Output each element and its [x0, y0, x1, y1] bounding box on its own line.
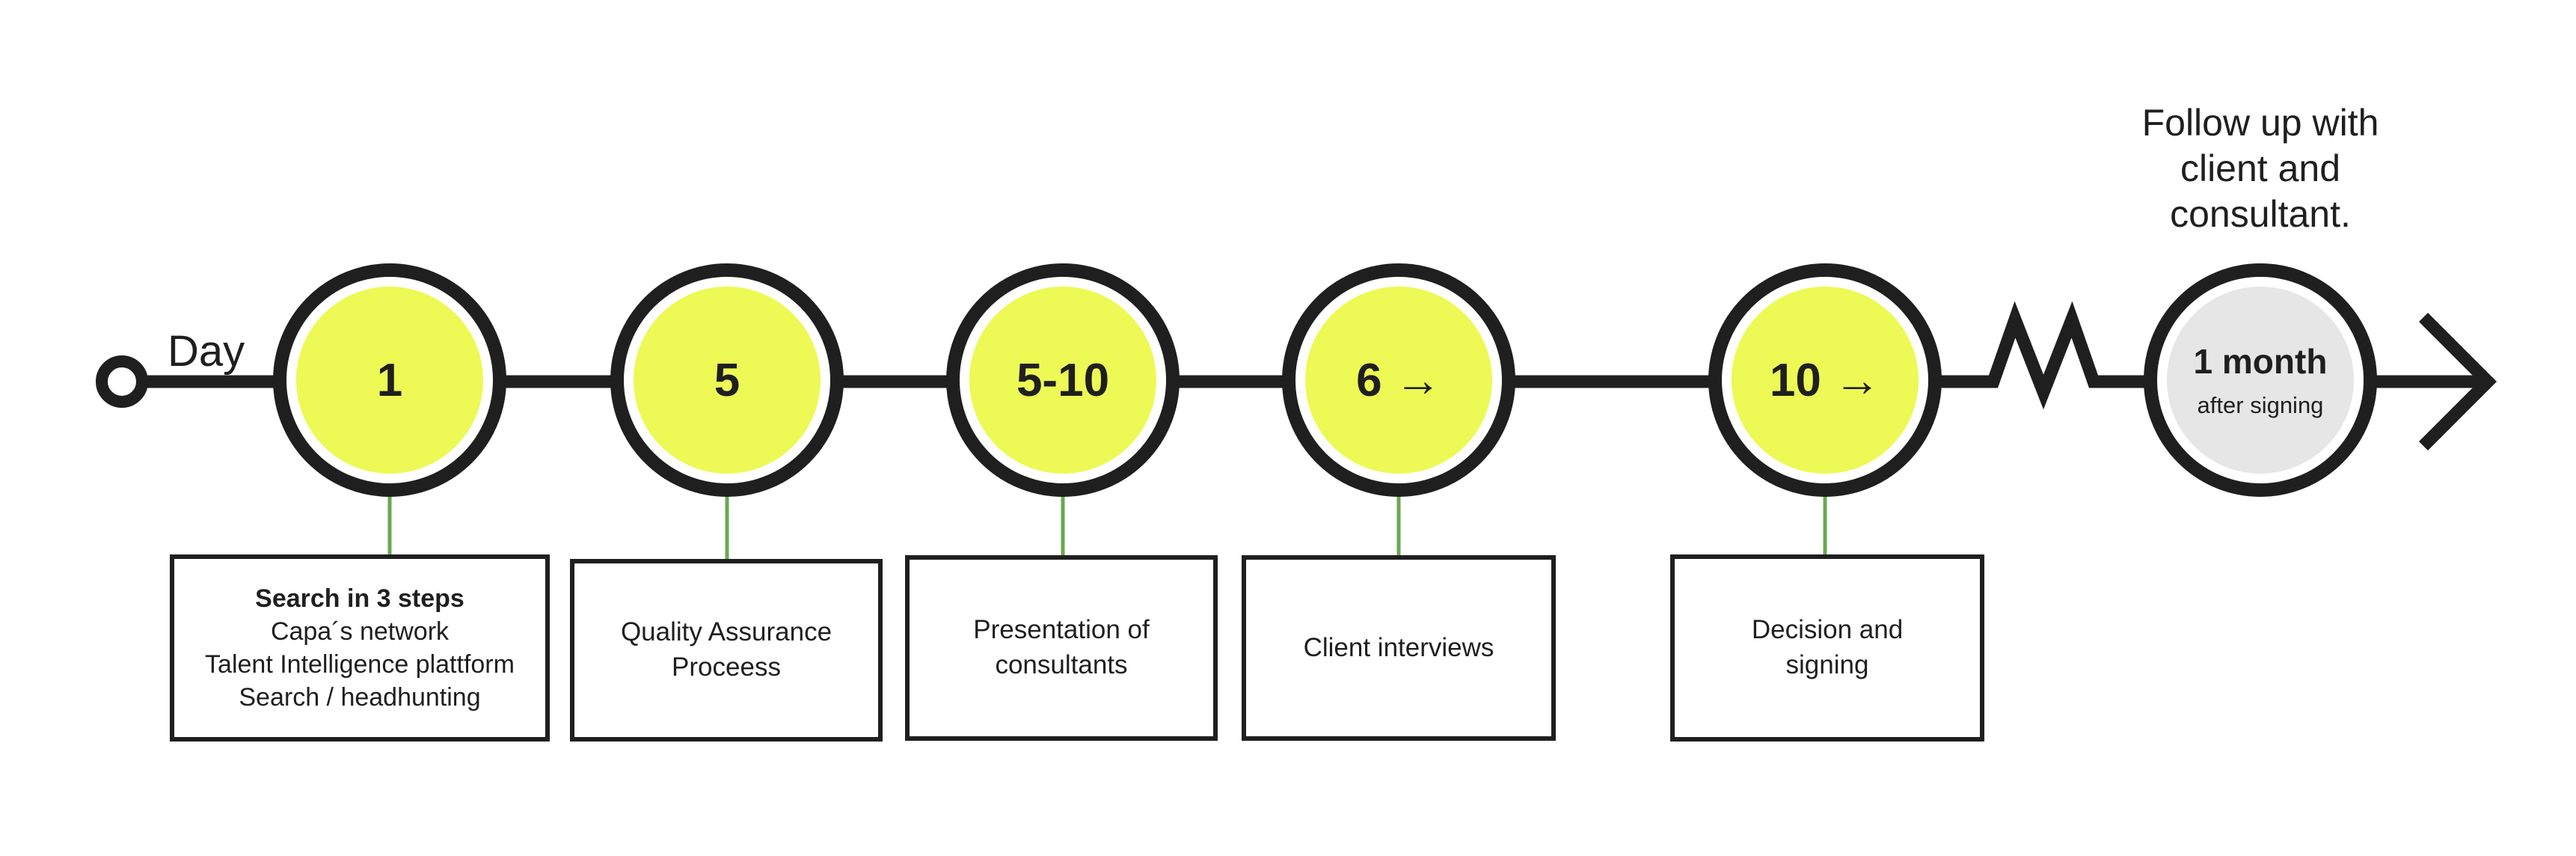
step-text-line: Decision and — [1751, 615, 1904, 645]
step-text-line: Talent Intelligence plattform — [205, 650, 515, 679]
terminal-node-fill: 1 month after signing — [2167, 287, 2354, 474]
node-fill: 6 → — [1305, 287, 1492, 474]
step-text-line: Capa´s network — [270, 617, 450, 646]
node-day-label: 6 → — [1356, 354, 1441, 406]
step-text-line: signing — [1785, 650, 1869, 679]
step-text-line: Quality Assurance — [620, 617, 832, 647]
node-fill: 5 — [634, 287, 821, 474]
start-circle-icon — [96, 355, 148, 408]
step-box-5: Decision and signing — [1670, 554, 1984, 742]
timeline-line — [147, 301, 2485, 410]
day-axis-label: Day — [168, 327, 245, 376]
step-text-line: consultants — [995, 650, 1128, 679]
end-arrowhead-icon — [2418, 312, 2497, 451]
step-text-line: Search / headhunting — [239, 683, 481, 712]
terminal-node-sublabel: after signing — [2197, 392, 2324, 418]
step-heading: Search in 3 steps — [255, 584, 464, 613]
followup-caption-line: consultant. — [2170, 193, 2351, 235]
node-day-label: 5-10 — [1016, 354, 1110, 406]
node-day-label: 5 — [714, 354, 740, 406]
timeline-node-5: 10 → — [1708, 263, 1942, 497]
timeline-node-followup: 1 month after signing — [2144, 263, 2377, 497]
node-day-label: 10 → — [1769, 354, 1881, 406]
timeline-node-2: 5 — [610, 263, 844, 497]
timeline-node-3: 5-10 — [946, 263, 1180, 497]
step-box-3: Presentation of consultants — [905, 555, 1218, 741]
followup-caption-line: Follow up with — [2141, 102, 2379, 144]
node-fill: 5-10 — [969, 287, 1156, 474]
step-text-line: Proceess — [672, 652, 781, 682]
timeline-node-1: 1 — [273, 263, 506, 497]
timeline-node-4: 6 → — [1282, 263, 1515, 497]
step-box-4: Client interviews — [1242, 555, 1556, 741]
step-text-line: Presentation of — [973, 615, 1150, 645]
followup-caption-line: client and — [2180, 147, 2341, 189]
node-day-label: 1 — [376, 354, 403, 406]
node-fill: 1 — [296, 287, 483, 474]
node-fill: 10 → — [1732, 287, 1919, 474]
terminal-node-label: 1 month — [2193, 342, 2328, 381]
step-text-line: Client interviews — [1303, 632, 1494, 662]
